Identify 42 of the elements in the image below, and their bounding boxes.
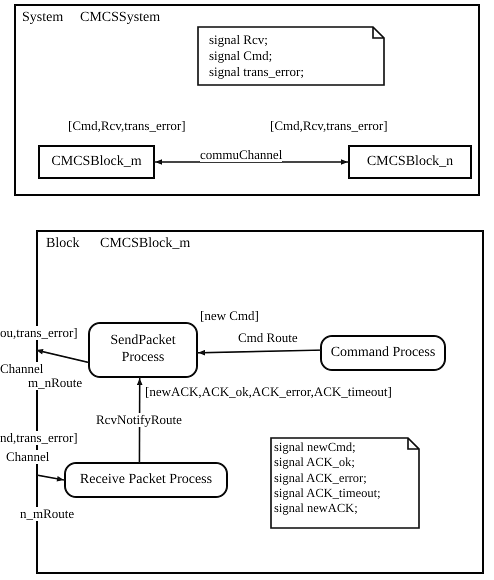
- process-box: [88, 322, 198, 378]
- node-label: Command Process: [330, 344, 436, 362]
- block-kind: Block: [46, 236, 80, 252]
- signal-declarations: signal newACK;: [274, 501, 359, 516]
- signal-list: nd,trans_error]: [0, 431, 78, 446]
- process-box: [320, 335, 446, 371]
- signal-declarations: signal Cmd;: [209, 48, 274, 64]
- block-box: [38, 145, 155, 179]
- signal-declarations: signal Rcv;: [209, 32, 269, 48]
- signal-declarations: signal ACK_error;: [274, 470, 368, 486]
- channel-name: Channel: [0, 362, 44, 376]
- block-name: CMCSSystem: [80, 10, 160, 26]
- arrow: [198, 349, 320, 356]
- arrow: [36, 348, 88, 364]
- edge-label: Cmd Route: [238, 331, 298, 346]
- signal-declarations: signal newCmd;: [274, 440, 357, 456]
- note-shape: [197, 26, 385, 86]
- signal-declarations: signal trans_error;: [209, 64, 305, 80]
- signal-list: [Cmd,Rcv,trans_error]: [270, 119, 388, 134]
- node-label: SendPacket Process: [109, 333, 177, 367]
- block-kind: System: [22, 10, 64, 26]
- signal-list: [newACK,ACK_ok,ACK_error,ACK_timeout]: [145, 385, 392, 400]
- edge-label: m_nRoute: [28, 376, 82, 390]
- block-name: CMCSBlock_m: [100, 236, 190, 252]
- edge-label: commuChannel: [200, 148, 282, 162]
- signal-declarations: signal ACK_timeout;: [274, 486, 382, 501]
- block-box: [348, 145, 472, 179]
- signal-list: ou,trans_error]: [0, 326, 78, 340]
- signal-declarations: signal ACK_ok;: [274, 455, 356, 470]
- node-label: CMCSBlock_n: [366, 154, 454, 170]
- system-frame: [14, 4, 480, 196]
- channel-name: Channel: [6, 450, 50, 464]
- note-shape: [270, 437, 420, 529]
- signal-list: [Cmd,Rcv,trans_error]: [68, 119, 186, 134]
- edge-label: n_mRoute: [20, 507, 74, 522]
- arrow: [36, 474, 64, 482]
- node-label: CMCSBlock_m: [51, 154, 142, 170]
- signal-list: [new Cmd]: [200, 309, 259, 324]
- arrow: [155, 159, 348, 165]
- node-label: Receive Packet Process: [80, 472, 212, 488]
- process-box: [64, 462, 228, 498]
- edge-label: RcvNotifyRoute: [96, 413, 182, 428]
